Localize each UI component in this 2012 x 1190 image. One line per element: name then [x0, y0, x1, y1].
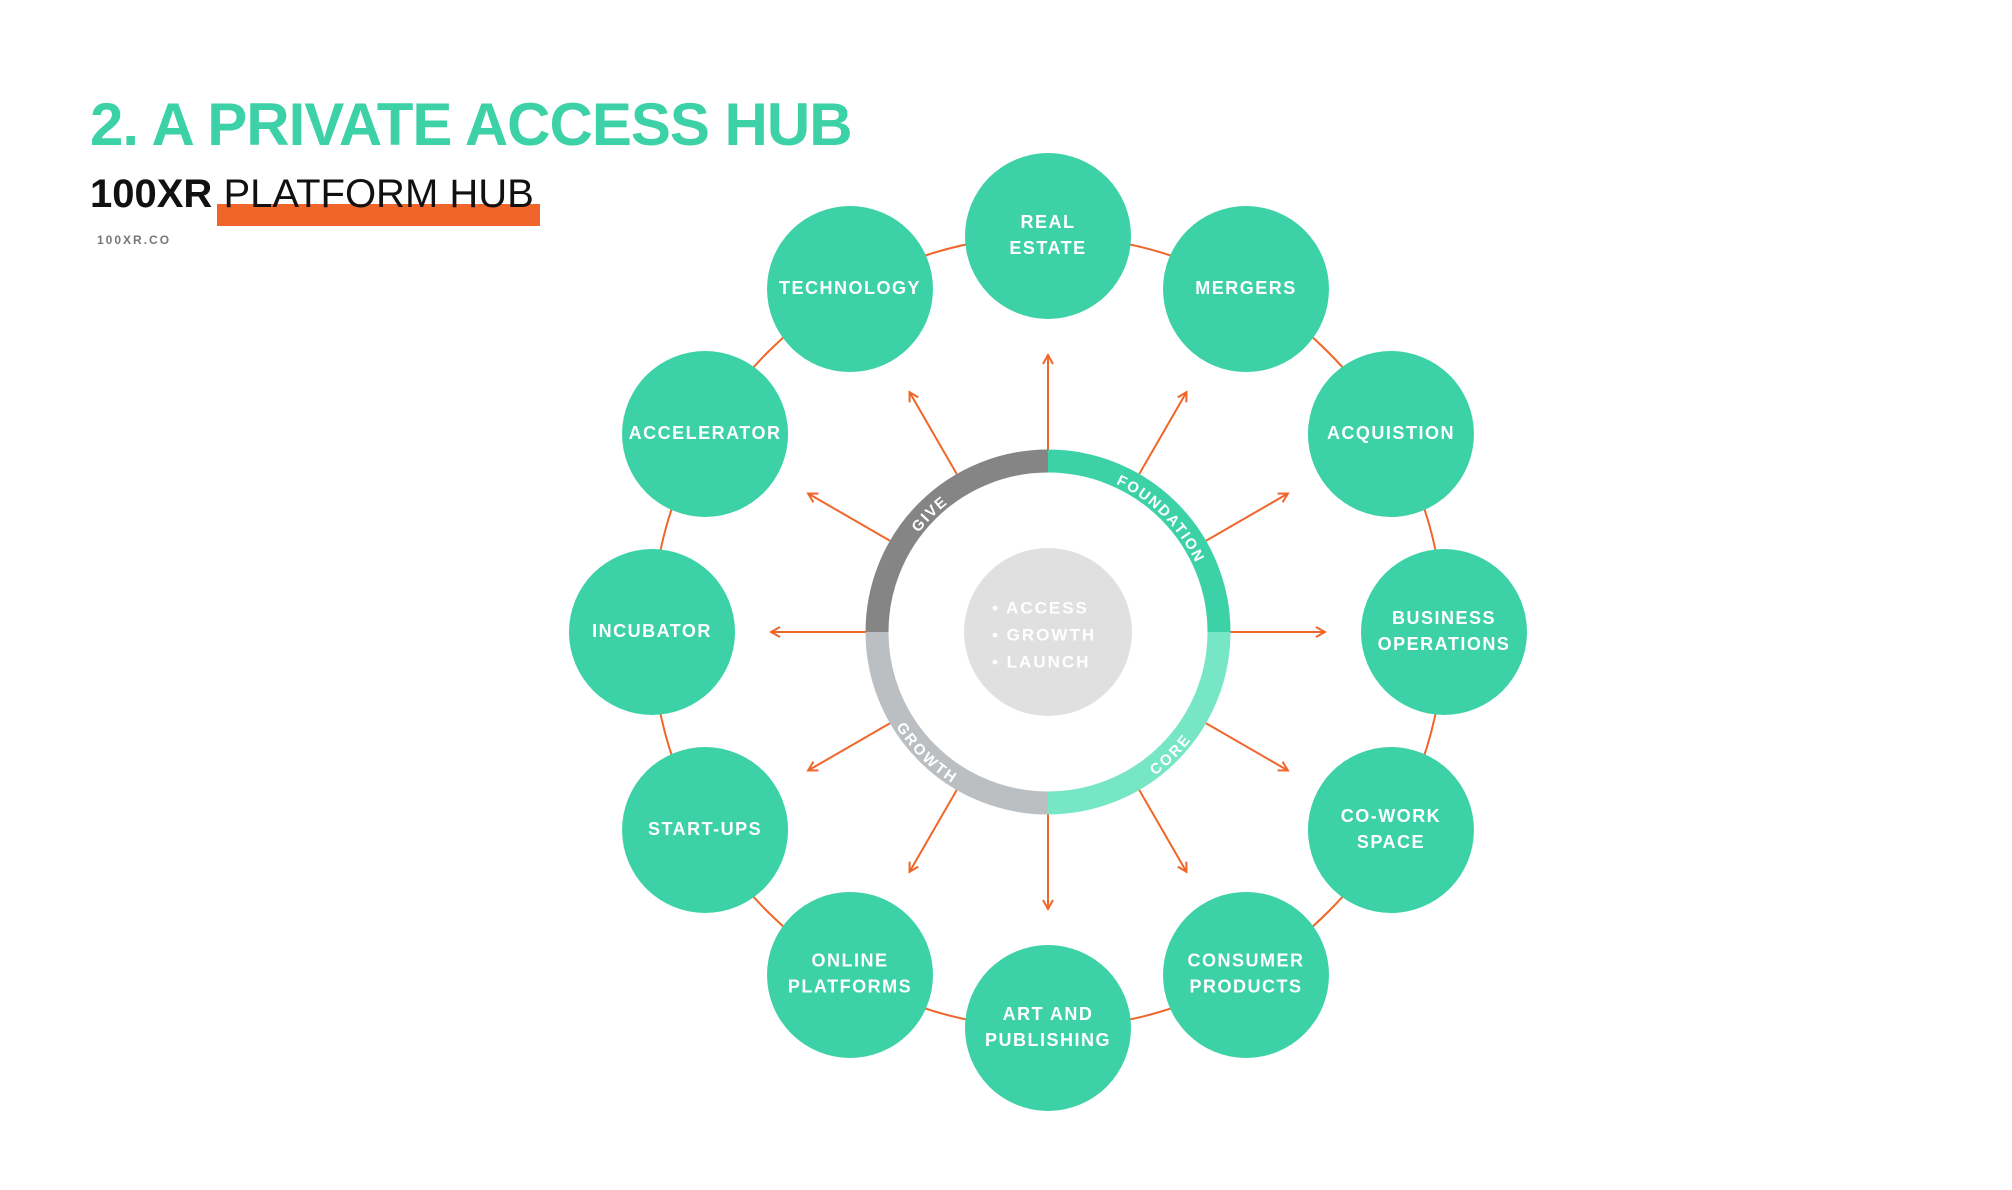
category-node: [767, 891, 933, 1058]
foundation-segment: [1047, 449, 1231, 633]
node-label: OPERATIONS: [1378, 634, 1511, 654]
subtitle-brand: 100XR: [90, 172, 213, 216]
core-segment: [1047, 631, 1231, 815]
category-node: [965, 153, 1131, 319]
category-node: [767, 206, 933, 373]
node-label: SPACE: [1357, 832, 1425, 852]
category-node: [622, 747, 789, 913]
page-title: 2. A PRIVATE ACCESS HUB: [90, 91, 853, 158]
subtitle-highlight: PLATFORM HUB: [217, 172, 540, 226]
arrow: [1205, 722, 1288, 770]
arrow: [1138, 392, 1186, 475]
node-label: PRODUCTS: [1189, 977, 1302, 997]
node-label: CO-WORK: [1341, 806, 1441, 826]
node-label: ART AND: [1003, 1004, 1094, 1024]
category-node: [1163, 206, 1329, 373]
category-node: [569, 549, 735, 715]
page-subtitle: 100XR PLATFORM HUB: [90, 170, 540, 226]
node-label: PUBLISHING: [985, 1030, 1111, 1050]
node-label: INCUBATOR: [592, 621, 712, 641]
center-circle: [964, 548, 1132, 716]
give-segment: [865, 449, 1049, 633]
category-node: [1163, 891, 1329, 1058]
arrow: [1138, 789, 1186, 872]
node-label: ESTATE: [1009, 238, 1086, 258]
category-node: [1307, 351, 1474, 517]
segment-label: FOUNDATION: [1114, 472, 1208, 566]
node-label: PLATFORMS: [788, 977, 912, 997]
center-item: • LAUNCH: [992, 652, 1090, 671]
segment-label: GROWTH: [893, 719, 961, 787]
node-label: REAL: [1021, 212, 1076, 232]
category-node: [965, 945, 1131, 1111]
growth-segment: [865, 631, 1049, 815]
category-node: [1361, 549, 1527, 715]
arrow: [910, 789, 958, 872]
node-label: BUSINESS: [1392, 608, 1496, 628]
arrow: [808, 494, 891, 542]
node-label: ACQUISTION: [1327, 423, 1455, 443]
node-label: CONSUMER: [1187, 951, 1304, 971]
category-node: [1307, 747, 1474, 913]
site-url: 100XR.CO: [97, 233, 172, 247]
node-label: TECHNOLOGY: [779, 278, 921, 298]
node-label: MERGERS: [1195, 278, 1297, 298]
arrow: [1205, 494, 1288, 542]
category-node: [622, 351, 789, 517]
center-item: • GROWTH: [992, 625, 1096, 644]
node-label: ONLINE: [811, 951, 888, 971]
arrow: [808, 722, 891, 770]
node-label: START-UPS: [648, 819, 762, 839]
node-label: ACCELERATOR: [629, 423, 782, 443]
subtitle-text: PLATFORM HUB: [223, 172, 534, 216]
arrow: [910, 392, 958, 475]
center-item: • ACCESS: [992, 598, 1089, 617]
